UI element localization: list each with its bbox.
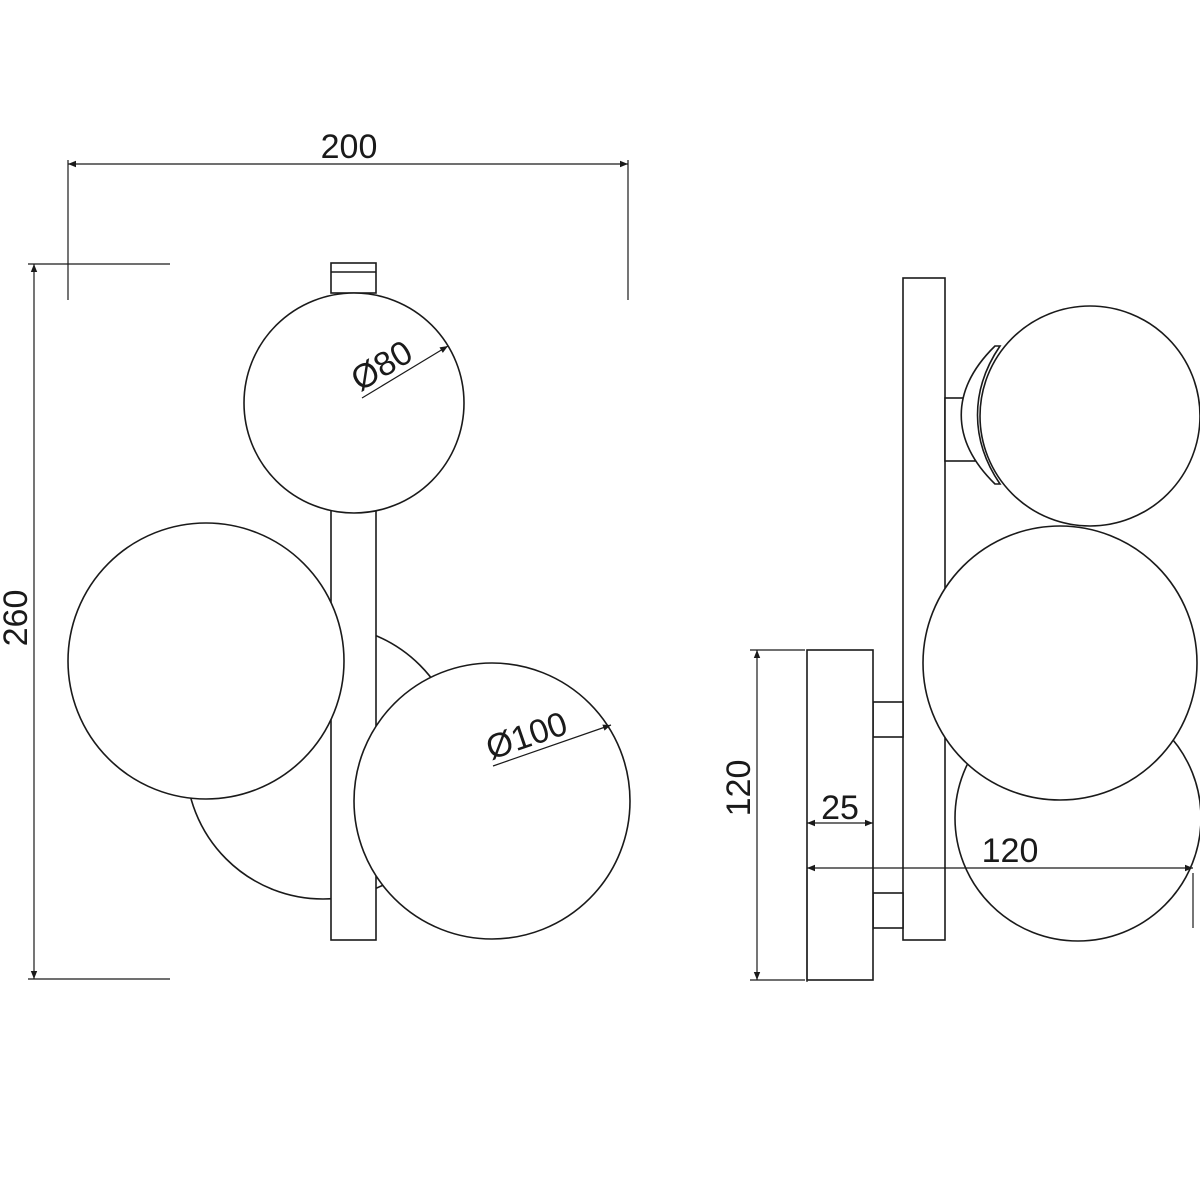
total-depth-label: 120 — [982, 832, 1039, 870]
lower-connector — [872, 892, 904, 929]
large-globe-leader — [492, 724, 612, 767]
width-dimension: 200 — [67, 128, 629, 300]
top-globe — [243, 292, 465, 514]
side-top-globe — [979, 305, 1200, 527]
total-depth-dimension: 120 — [807, 832, 1194, 928]
base-height-dimension: 120 — [720, 649, 805, 981]
base-depth-label: 25 — [821, 789, 859, 827]
top-cap — [330, 262, 377, 294]
side-view: 120 25 120 — [720, 277, 1200, 982]
wall-base — [806, 649, 874, 981]
small-globe-leader — [361, 345, 449, 399]
upper-connector — [872, 701, 904, 738]
base-height-label: 120 — [720, 760, 758, 817]
globe-cup — [960, 345, 1002, 485]
base-depth-dimension: 25 — [806, 789, 874, 982]
vertical-stem — [330, 499, 377, 941]
height-dimension: 260 — [0, 263, 170, 980]
height-label: 260 — [0, 590, 35, 647]
side-middle-globe — [922, 525, 1198, 801]
left-globe — [67, 522, 345, 800]
right-globe — [353, 662, 631, 940]
width-label: 200 — [321, 128, 378, 166]
front-view: Ø80 Ø100 200 260 — [0, 128, 631, 980]
